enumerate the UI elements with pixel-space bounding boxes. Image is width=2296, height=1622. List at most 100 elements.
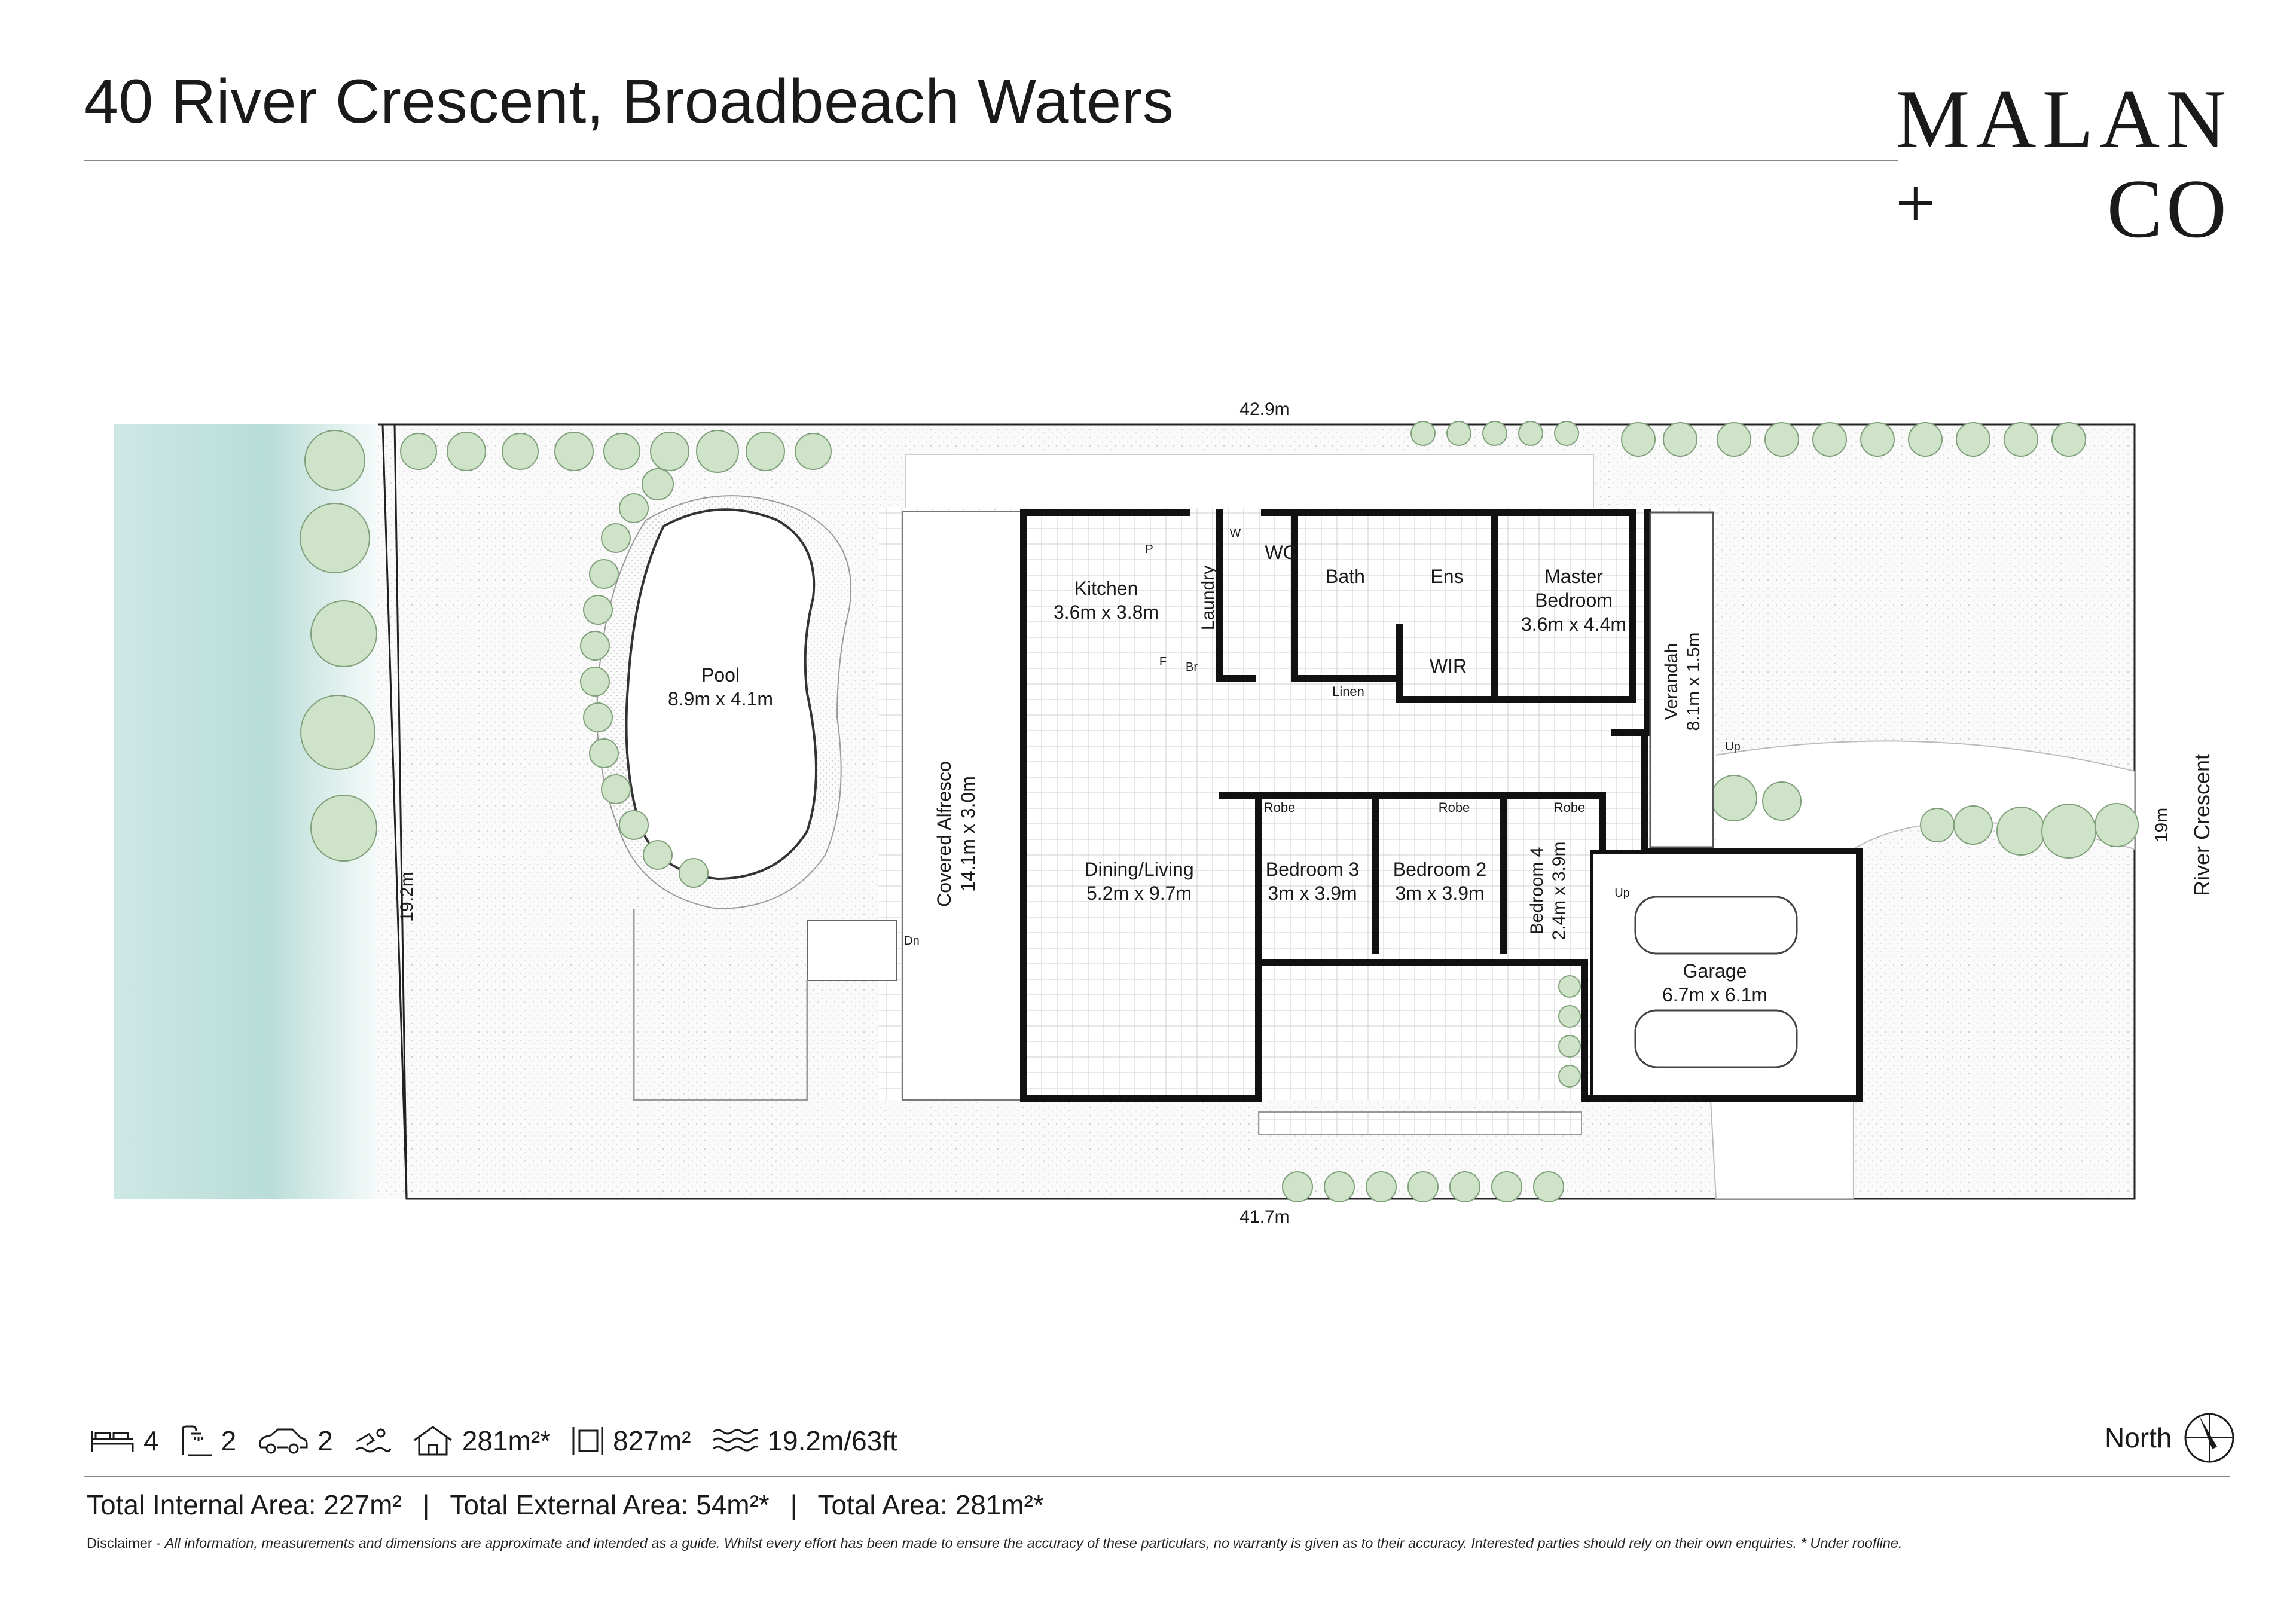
tree — [583, 702, 613, 732]
bed2-label: Bedroom 2 — [1393, 859, 1487, 880]
bed2-size: 3m x 3.9m — [1395, 882, 1484, 904]
logo-line1: MALAN — [1895, 73, 2233, 166]
tree — [1996, 807, 2045, 856]
robe-label-bed2: Robe — [1439, 800, 1470, 815]
tree — [643, 840, 673, 870]
master-label1: Master — [1544, 566, 1603, 587]
tree — [589, 559, 619, 589]
north-label: North — [2105, 1422, 2172, 1453]
area-separator: | — [790, 1489, 798, 1520]
bed3-label: Bedroom 3 — [1266, 859, 1360, 880]
bath-label: Bath — [1326, 566, 1365, 587]
bed4-label: Bedroom 4 — [1527, 847, 1547, 935]
alfresco-label: Covered Alfresco — [933, 761, 955, 907]
tree — [1711, 775, 1757, 821]
fridge-label: F — [1159, 655, 1167, 668]
stat-bathrooms-value: 2 — [221, 1425, 237, 1456]
tree — [1621, 422, 1656, 457]
tree — [589, 738, 619, 768]
stat-land-area-value: 827m² — [613, 1425, 691, 1456]
tree — [2051, 422, 2086, 457]
wc-label: WC — [1265, 542, 1296, 563]
title-divider — [84, 160, 1898, 161]
logo-plus: + — [1895, 163, 1936, 243]
tree — [300, 503, 370, 573]
tree — [746, 432, 785, 471]
dining-size: 5.2m x 9.7m — [1086, 882, 1192, 904]
dim-right: 19m — [2152, 808, 2172, 842]
tree — [795, 433, 832, 470]
pool — [625, 508, 817, 881]
verandah-label: Verandah — [1662, 643, 1681, 720]
tree — [1860, 422, 1895, 457]
garage-size: 6.7m x 6.1m — [1662, 984, 1767, 1006]
stat-cars-value: 2 — [317, 1425, 333, 1456]
up-label-entry: Up — [1614, 887, 1630, 900]
wir-label: WIR — [1430, 655, 1467, 677]
tree — [1282, 1171, 1313, 1202]
bed4-size: 2.4m x 3.9m — [1549, 841, 1569, 940]
property-stats: 4 2 2 281m²* 827m² 19.2m/63ft — [90, 1417, 897, 1465]
tree — [619, 810, 649, 840]
tree — [1324, 1171, 1355, 1202]
stat-bedrooms-value: 4 — [144, 1425, 159, 1456]
area-separator: | — [422, 1489, 430, 1520]
tree — [1764, 422, 1799, 457]
tree — [696, 430, 739, 473]
tree — [310, 795, 377, 862]
tree — [619, 493, 649, 523]
stat-house-area-value: 281m²* — [462, 1425, 551, 1456]
internal-area: Total Internal Area: 227m² — [87, 1489, 402, 1520]
pantry-label: P — [1145, 543, 1153, 556]
tree — [601, 774, 631, 804]
stat-pool — [353, 1426, 392, 1456]
tree — [310, 600, 377, 667]
tree — [2041, 804, 2096, 859]
front-paving — [1258, 1111, 1582, 1135]
agency-logo: MALAN + CO — [1895, 73, 2233, 251]
robe-label-bed4: Robe — [1554, 800, 1586, 815]
alfresco-area — [902, 511, 1023, 1101]
dn-label: Dn — [904, 934, 920, 948]
disclaimer-lead: Disclaimer - — [87, 1535, 165, 1551]
logo-line2: CO — [2106, 163, 2230, 255]
stat-frontage: 19.2m/63ft — [711, 1425, 897, 1457]
tree — [679, 858, 709, 888]
tree — [1953, 805, 1993, 845]
dining-label: Dining/Living — [1084, 859, 1193, 880]
tree — [2095, 803, 2139, 847]
tree — [1482, 421, 1507, 446]
stat-frontage-value: 19.2m/63ft — [767, 1425, 897, 1456]
kitchen-size: 3.6m x 3.8m — [1054, 601, 1159, 623]
land-icon — [572, 1427, 603, 1455]
dim-bottom: 41.7m — [1239, 1207, 1289, 1227]
tree — [580, 667, 610, 697]
garage-car-1 — [1634, 896, 1798, 955]
tree — [601, 523, 631, 553]
washer-label: W — [1230, 527, 1241, 540]
garage-car-2 — [1634, 1009, 1798, 1068]
left-boundary — [381, 424, 408, 1199]
tree — [650, 432, 689, 471]
pool-steps — [807, 920, 897, 981]
dim-top: 42.9m — [1239, 399, 1289, 419]
garage-label: Garage — [1683, 960, 1747, 982]
bed-icon — [91, 1431, 134, 1452]
dim-left: 19.2m — [397, 872, 417, 921]
property-address: 40 River Crescent, Broadbeach Waters — [84, 67, 1174, 136]
master-size: 3.6m x 4.4m — [1521, 613, 1626, 635]
water-frontage-icon — [713, 1428, 759, 1452]
tree — [1518, 421, 1543, 446]
tree — [1558, 1035, 1581, 1058]
tree — [603, 433, 640, 470]
tree — [400, 433, 437, 470]
compass-icon — [2184, 1413, 2234, 1463]
tree — [1717, 422, 1751, 457]
tree — [1410, 421, 1436, 446]
disclaimer-body: All information, measurements and dimens… — [164, 1535, 1903, 1551]
tree — [642, 468, 674, 500]
verandah-size: 8.1m x 1.5m — [1684, 632, 1703, 731]
bed3-size: 3m x 3.9m — [1268, 882, 1357, 904]
tree — [1533, 1171, 1564, 1202]
